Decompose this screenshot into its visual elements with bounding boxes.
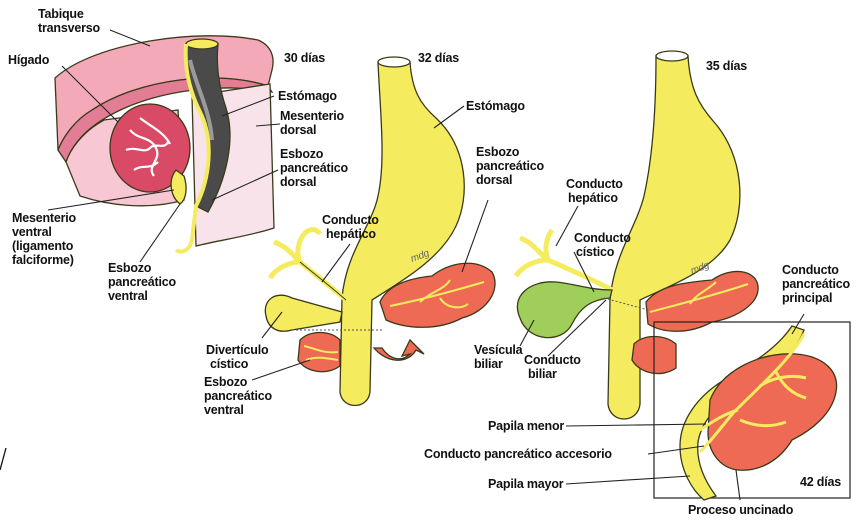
label-esbozo-ventral-30-3: ventral [108,289,148,303]
esophagus-opening-35 [656,51,688,61]
stage-42: 42 días [800,475,841,489]
label-mesenterio-ventral-4: falciforme) [12,253,74,267]
leader-papila-mayor [566,476,690,484]
label-conducto-cistico-1: Conducto [574,231,631,245]
label-estomago-32: Estómago [466,99,525,113]
label-conducto-hepatico-35-1: Conducto [566,177,623,191]
label-mesenterio-dorsal-1: Mesenterio [280,109,345,123]
label-esbozo-dorsal-32-3: dorsal [476,173,512,187]
label-esbozo-dorsal-32-1: Esbozo [476,145,520,159]
stage-32: 32 días [418,51,459,65]
label-conducto-cistico-2: cístico [576,245,615,259]
label-conducto-hepatico-35-2: hepático [568,191,618,205]
label-conducto-principal-3: principal [782,291,832,305]
label-conducto-hepatico-32-1: Conducto [322,213,379,227]
rotation-arrow [374,340,424,360]
label-mesenterio-ventral-1: Mesenterio [12,211,77,225]
label-higado: Hígado [8,53,50,67]
label-esbozo-ventral-32-3: ventral [204,403,244,417]
label-esbozo-ventral-30-1: Esbozo [108,261,152,275]
label-tabique-1: Tabique [38,7,84,21]
label-esbozo-ventral-32-1: Esbozo [204,375,248,389]
label-papila-menor: Papila menor [488,419,564,433]
cystic-diverticulum-32 [265,295,342,331]
label-mesenterio-dorsal-2: dorsal [280,123,316,137]
label-tabique-2: transverso [38,21,100,35]
label-esbozo-dorsal-30-2: pancreático [280,161,349,175]
esophagus-opening-32 [378,57,410,67]
label-conducto-hepatico-32-2: hepático [326,227,376,241]
label-estomago-30: Estómago [278,89,337,103]
stage-35: 35 días [706,59,747,73]
gallbladder [517,282,612,338]
label-conducto-principal-1: Conducto [782,263,839,277]
leader-esbozo-ventral-32 [252,360,310,380]
label-esbozo-ventral-30-2: pancreático [108,275,177,289]
label-conducto-biliar-2: biliar [528,367,557,381]
label-mesenterio-ventral-3: (ligamento [12,239,74,253]
label-esbozo-ventral-32-2: pancreático [204,389,273,403]
leader-esbozo-ventral-30 [140,204,180,262]
label-vesicula-1: Vesícula [474,343,524,357]
label-diverticulo-2: cístico [210,357,249,371]
label-esbozo-dorsal-30-3: dorsal [280,175,316,189]
pancreas-42 [708,354,837,470]
label-conducto-accesorio: Conducto pancreático accesorio [424,447,612,461]
leader-tabique [110,30,150,46]
leader-proceso-uncinado [736,470,740,500]
esophagus-opening-30 [186,39,218,49]
label-mesenterio-ventral-2: ventral [12,225,52,239]
label-conducto-biliar-1: Conducto [524,353,581,367]
label-diverticulo-1: Divertículo [206,343,269,357]
label-esbozo-dorsal-30-1: Esbozo [280,147,324,161]
label-vesicula-2: biliar [474,357,503,371]
label-papila-mayor: Papila mayor [488,477,564,491]
label-proceso-uncinado: Proceso uncinado [688,503,794,517]
label-conducto-principal-2: pancreático [782,277,851,291]
stray-mark [0,448,6,470]
panel-30-days [48,30,280,262]
label-esbozo-dorsal-32-2: pancreático [476,159,545,173]
stage-30: 30 días [284,51,325,65]
leader-estomago-32 [434,106,464,128]
leader-esbozo-dorsal-32 [462,200,488,272]
